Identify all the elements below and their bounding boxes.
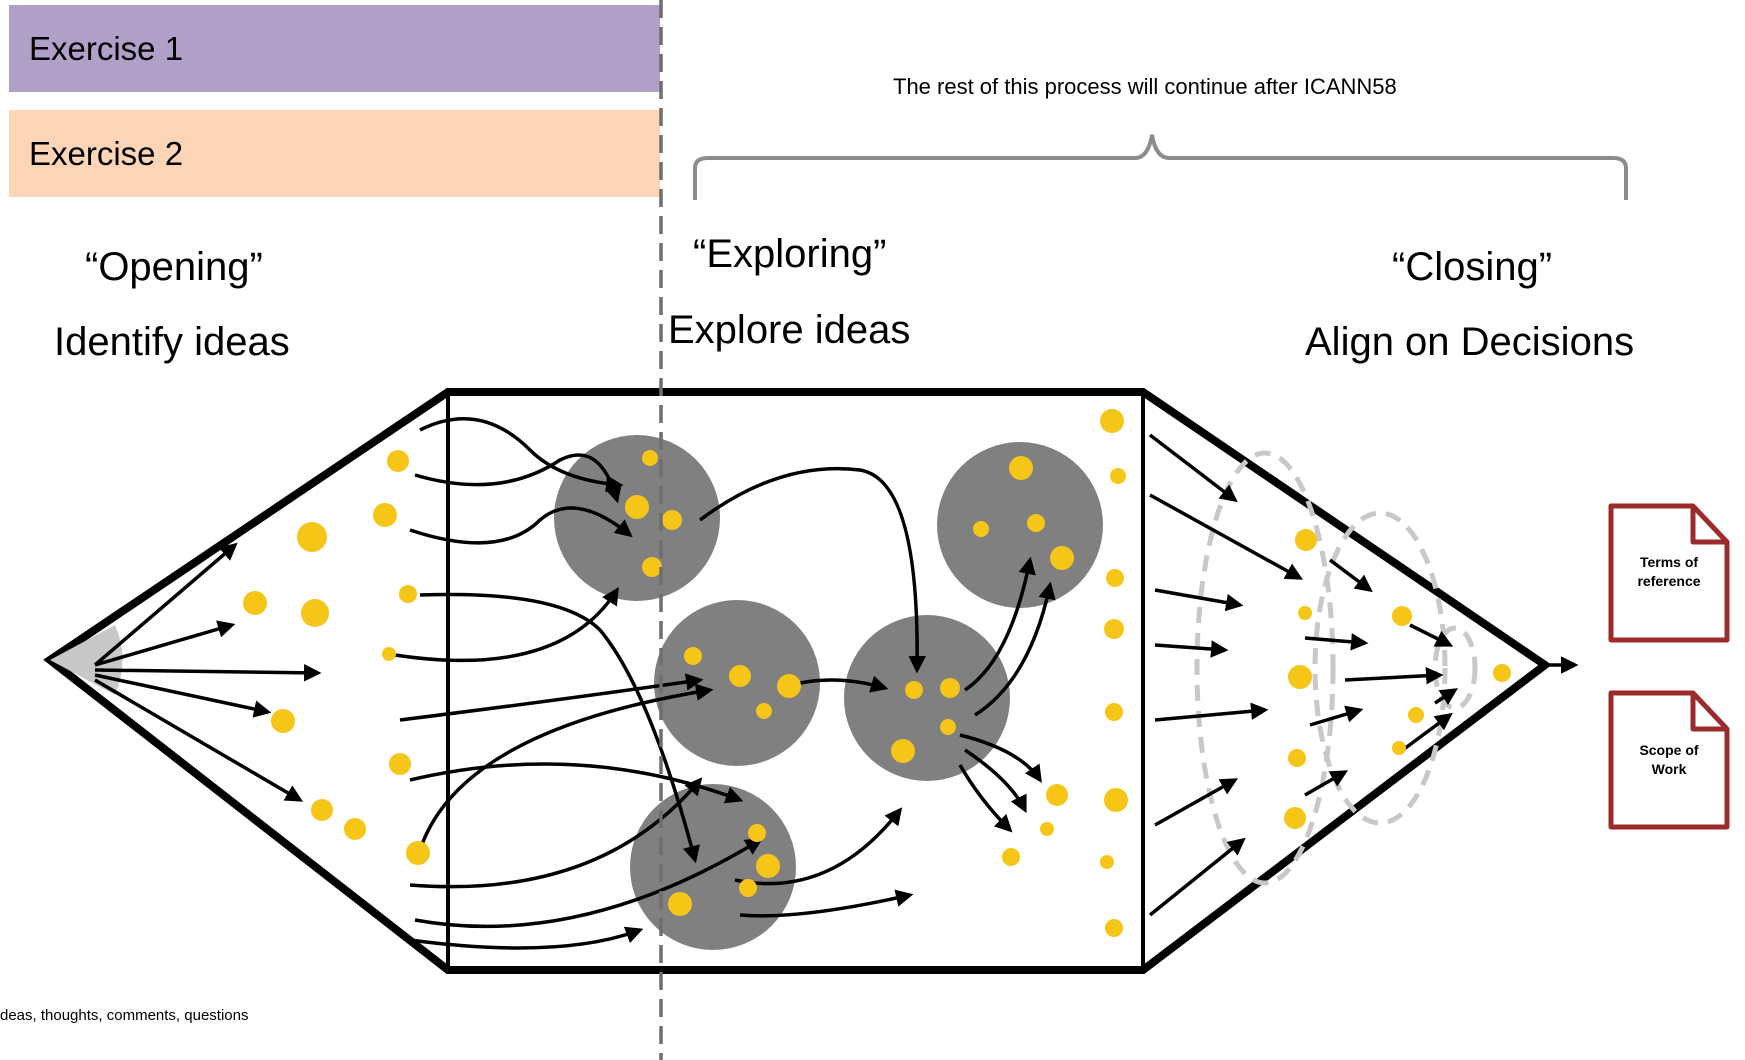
closing-title: “Closing” [1392, 245, 1553, 289]
opening-subtitle: Identify ideas [54, 320, 290, 364]
cluster-4 [844, 615, 1010, 781]
exercise-2-bar: Exercise 2 [9, 110, 660, 197]
flow-arrows [93, 417, 1579, 950]
document-icon [1608, 503, 1730, 643]
scope-of-work-doc: Scope of Work [1624, 741, 1714, 779]
idea-dots [243, 409, 1511, 937]
doc-label-line1: Terms of [1639, 554, 1699, 570]
exercise-2-label: Exercise 2 [29, 134, 184, 172]
exercise-1-label: Exercise 1 [29, 29, 184, 67]
exercise-1-bar: Exercise 1 [9, 5, 660, 92]
closing-subtitle: Align on Decisions [1305, 320, 1635, 364]
exploring-title: “Exploring” [693, 232, 887, 276]
opening-title: “Opening” [85, 245, 263, 289]
document-icon [1608, 690, 1730, 830]
footer-text: deas, thoughts, comments, questions [0, 1007, 249, 1024]
continuation-note: The rest of this process will continue a… [893, 74, 1397, 99]
doc-label-line2: reference [1637, 573, 1701, 589]
brace-bracket [693, 134, 1628, 200]
convergence-rings [1194, 450, 1478, 886]
doc-label-line1: Scope of [1639, 742, 1699, 758]
doc-label-line2: Work [1651, 761, 1687, 777]
terms-of-reference-doc: Terms of reference [1624, 553, 1714, 591]
exploring-subtitle: Explore ideas [668, 308, 911, 352]
